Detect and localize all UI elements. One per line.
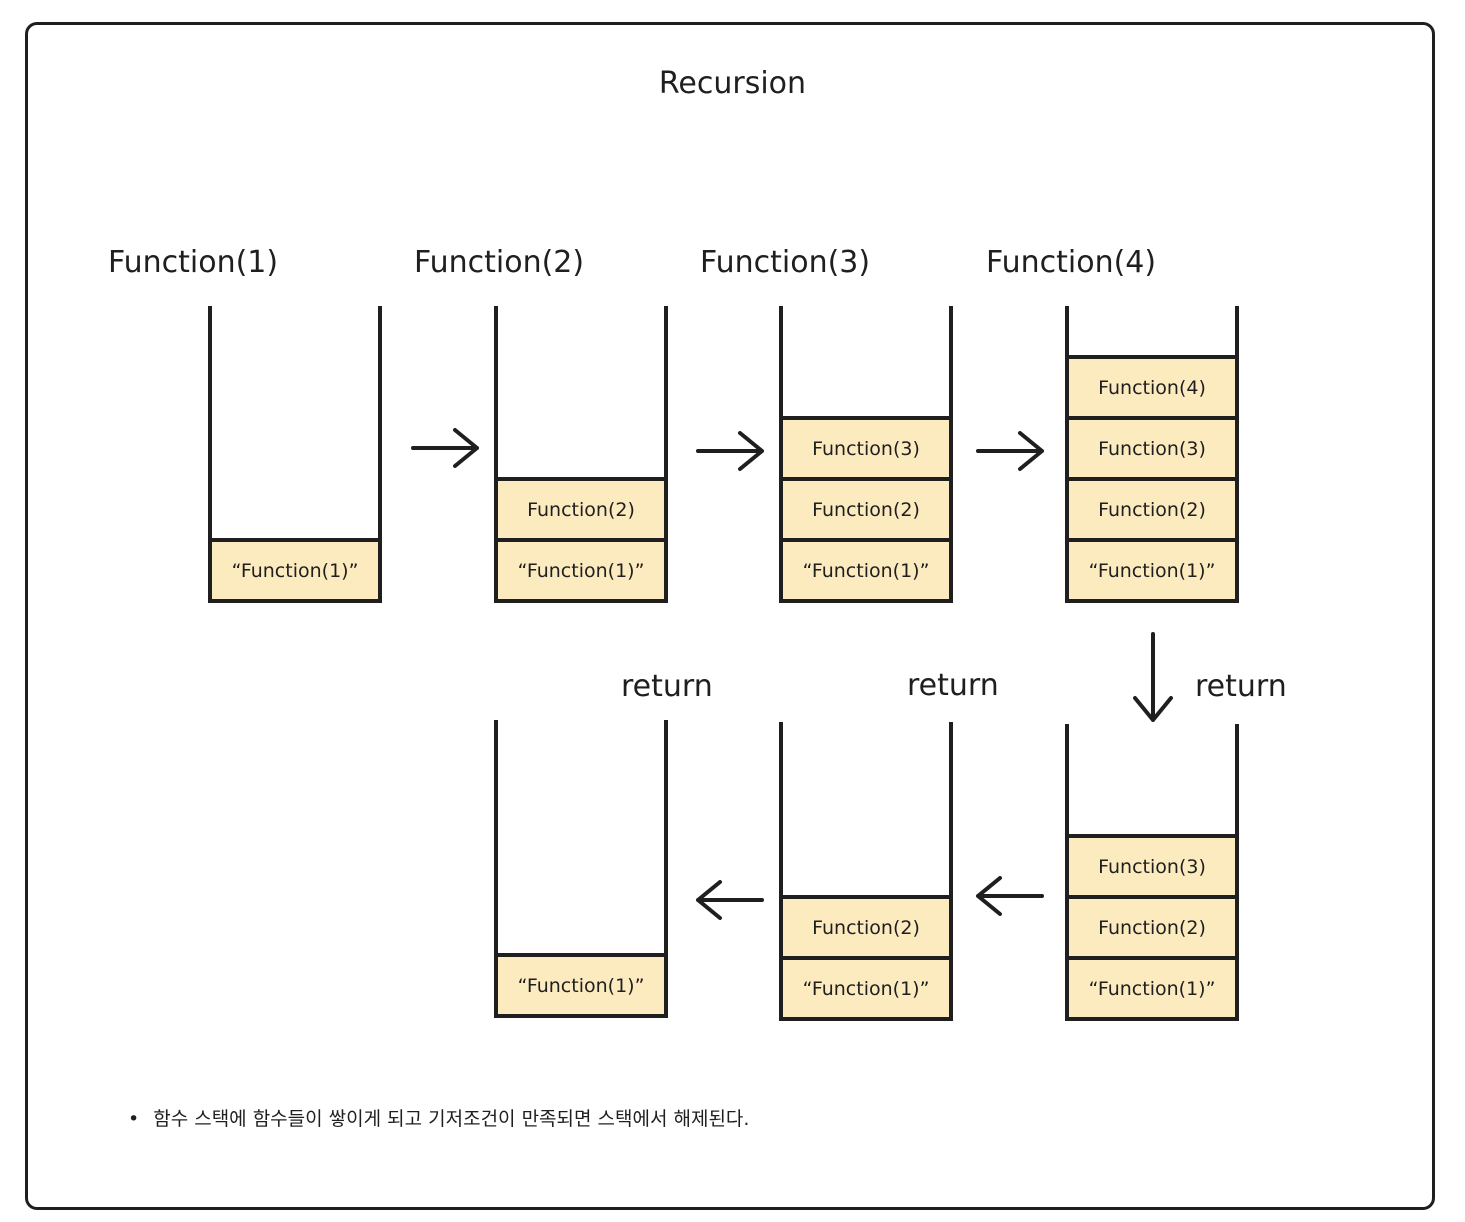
diagram-frame	[25, 22, 1435, 1210]
call-stack-2: Function(2) “Function(1)”	[494, 306, 668, 603]
call-stack-4: Function(4) Function(3) Function(2) “Fun…	[1065, 306, 1239, 603]
stack-frame: “Function(1)”	[783, 956, 949, 1017]
stack-frame: Function(4)	[1069, 355, 1235, 416]
note-text: 함수 스택에 함수들이 쌓이게 되고 기저조건이 만족되면 스택에서 해제된다.	[153, 1108, 750, 1130]
left-arrow-icon	[976, 876, 1044, 916]
stack-frame: Function(2)	[783, 477, 949, 538]
call-stack-3: Function(3) Function(2) “Function(1)”	[779, 306, 953, 603]
right-arrow-icon	[976, 431, 1044, 471]
call-label-1: Function(1)	[108, 245, 279, 280]
stack-frame: Function(2)	[498, 477, 664, 538]
stack-frame: Function(2)	[1069, 477, 1235, 538]
bullet-icon: •	[128, 1108, 140, 1130]
return-stack-3: “Function(1)”	[494, 720, 668, 1018]
description-note: • 함수 스택에 함수들이 쌓이게 되고 기저조건이 만족되면 스택에서 해제된다…	[128, 1104, 749, 1131]
return-label-1: return	[1195, 669, 1287, 704]
stack-frame: “Function(1)”	[1069, 538, 1235, 599]
stack-frame: Function(2)	[1069, 895, 1235, 956]
return-label-2: return	[907, 668, 999, 703]
return-stack-1: Function(3) Function(2) “Function(1)”	[1065, 724, 1239, 1021]
call-stack-1: “Function(1)”	[208, 306, 382, 603]
right-arrow-icon	[411, 428, 479, 468]
stack-frame: “Function(1)”	[498, 953, 664, 1014]
stack-frame: “Function(1)”	[212, 538, 378, 599]
left-arrow-icon	[696, 880, 764, 920]
stack-frame: Function(3)	[1069, 834, 1235, 895]
stack-frame: Function(3)	[1069, 416, 1235, 477]
stack-frame: “Function(1)”	[783, 538, 949, 599]
stack-frame: “Function(1)”	[1069, 956, 1235, 1017]
call-label-4: Function(4)	[986, 245, 1157, 280]
stack-frame: “Function(1)”	[498, 538, 664, 599]
stack-frame: Function(2)	[783, 895, 949, 956]
right-arrow-icon	[696, 431, 764, 471]
call-label-2: Function(2)	[414, 245, 585, 280]
diagram-title: Recursion	[658, 66, 807, 101]
return-stack-2: Function(2) “Function(1)”	[779, 722, 953, 1021]
down-arrow-icon	[1133, 632, 1173, 722]
stack-frame: Function(3)	[783, 416, 949, 477]
call-label-3: Function(3)	[700, 245, 871, 280]
return-label-3: return	[621, 669, 713, 704]
